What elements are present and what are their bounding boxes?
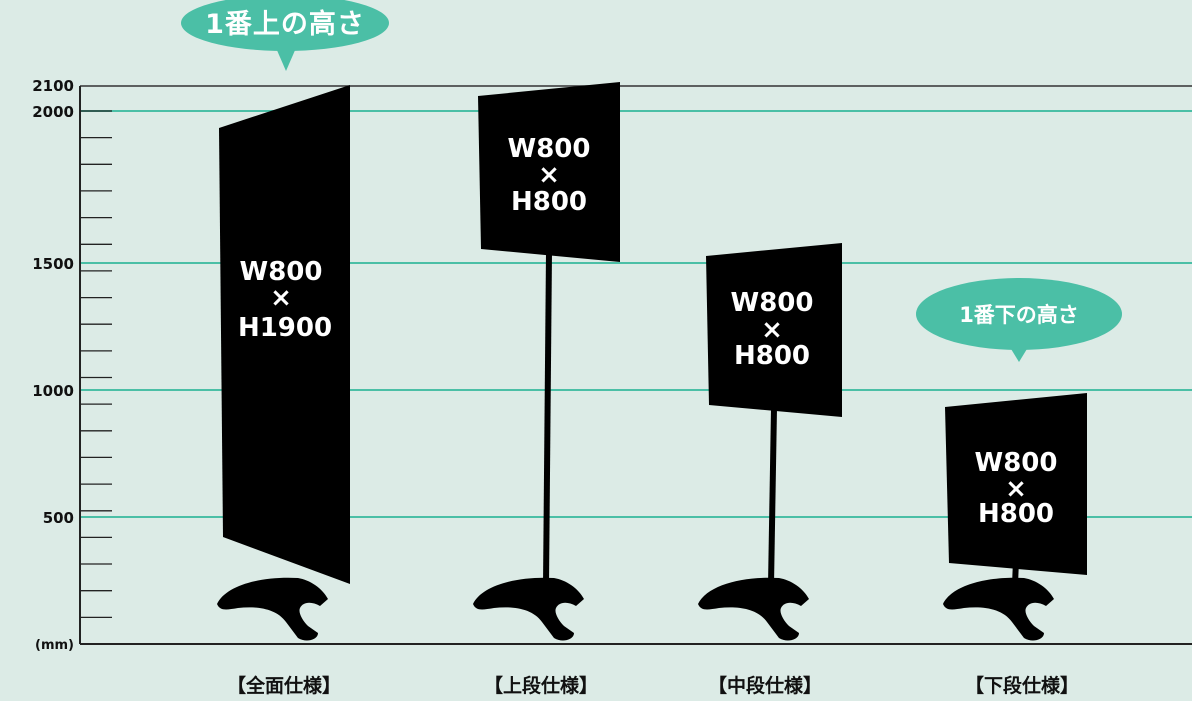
- stand-base: [943, 577, 1054, 641]
- stand-caption: 【中段仕様】: [708, 674, 822, 697]
- banner-panel: [219, 85, 350, 584]
- tick-label-2000: 2000: [32, 103, 74, 121]
- spec-width: W800: [240, 257, 323, 287]
- spec-height: H800: [511, 187, 587, 217]
- spec-times: ×: [761, 315, 783, 345]
- spec-width: W800: [975, 448, 1058, 478]
- callout-top-text: 1番上の高さ: [205, 8, 365, 40]
- spec-height: H800: [978, 499, 1054, 529]
- tick-label-500: 500: [43, 509, 74, 527]
- banner-panel: [945, 393, 1087, 575]
- callout-top-bubble: [181, 0, 389, 51]
- tick-label-2100: 2100: [32, 77, 74, 95]
- minor-ticks: [80, 110, 112, 619]
- stand-caption: 【全面仕様】: [227, 674, 341, 697]
- callout-bottom-pointer: [1008, 344, 1030, 362]
- unit-label: (mm): [35, 638, 74, 653]
- spec-width: W800: [508, 134, 591, 164]
- tick-label-1500: 1500: [32, 255, 74, 273]
- stand-middle: W800 × H800 【中段仕様】: [698, 243, 842, 697]
- spec-times: ×: [1005, 474, 1027, 504]
- banner-panel: [706, 243, 842, 417]
- stand-caption: 【下段仕様】: [965, 674, 1079, 697]
- stand-pole: [768, 408, 777, 585]
- callout-top-pointer: [276, 48, 296, 71]
- tick-label-1000: 1000: [32, 382, 74, 400]
- callout-bottom-bubble: [916, 278, 1122, 350]
- stand-caption: 【上段仕様】: [484, 674, 598, 697]
- stand-full: W800 × H1900 【全面仕様】: [217, 85, 350, 697]
- spec-height: H800: [734, 341, 810, 371]
- stand-base: [473, 577, 584, 641]
- stand-base: [698, 577, 809, 641]
- spec-times: ×: [538, 160, 560, 190]
- height-axis: 2100 2000 1500 1000 500 (mm): [32, 77, 112, 653]
- stand-base: [217, 577, 328, 641]
- callout-bottom-height: 1番下の高さ: [916, 278, 1122, 362]
- banner-panel: [478, 82, 620, 262]
- stand-pole: [543, 252, 552, 585]
- callout-top-height: 1番上の高さ: [181, 0, 389, 71]
- spec-width: W800: [731, 288, 814, 318]
- stand-lower: W800 × H800 【下段仕様】: [943, 393, 1087, 697]
- spec-times: ×: [270, 283, 292, 313]
- spec-height: H1900: [238, 313, 332, 343]
- callout-bottom-text: 1番下の高さ: [959, 303, 1079, 327]
- stand-upper: W800 × H800 【上段仕様】: [473, 82, 620, 697]
